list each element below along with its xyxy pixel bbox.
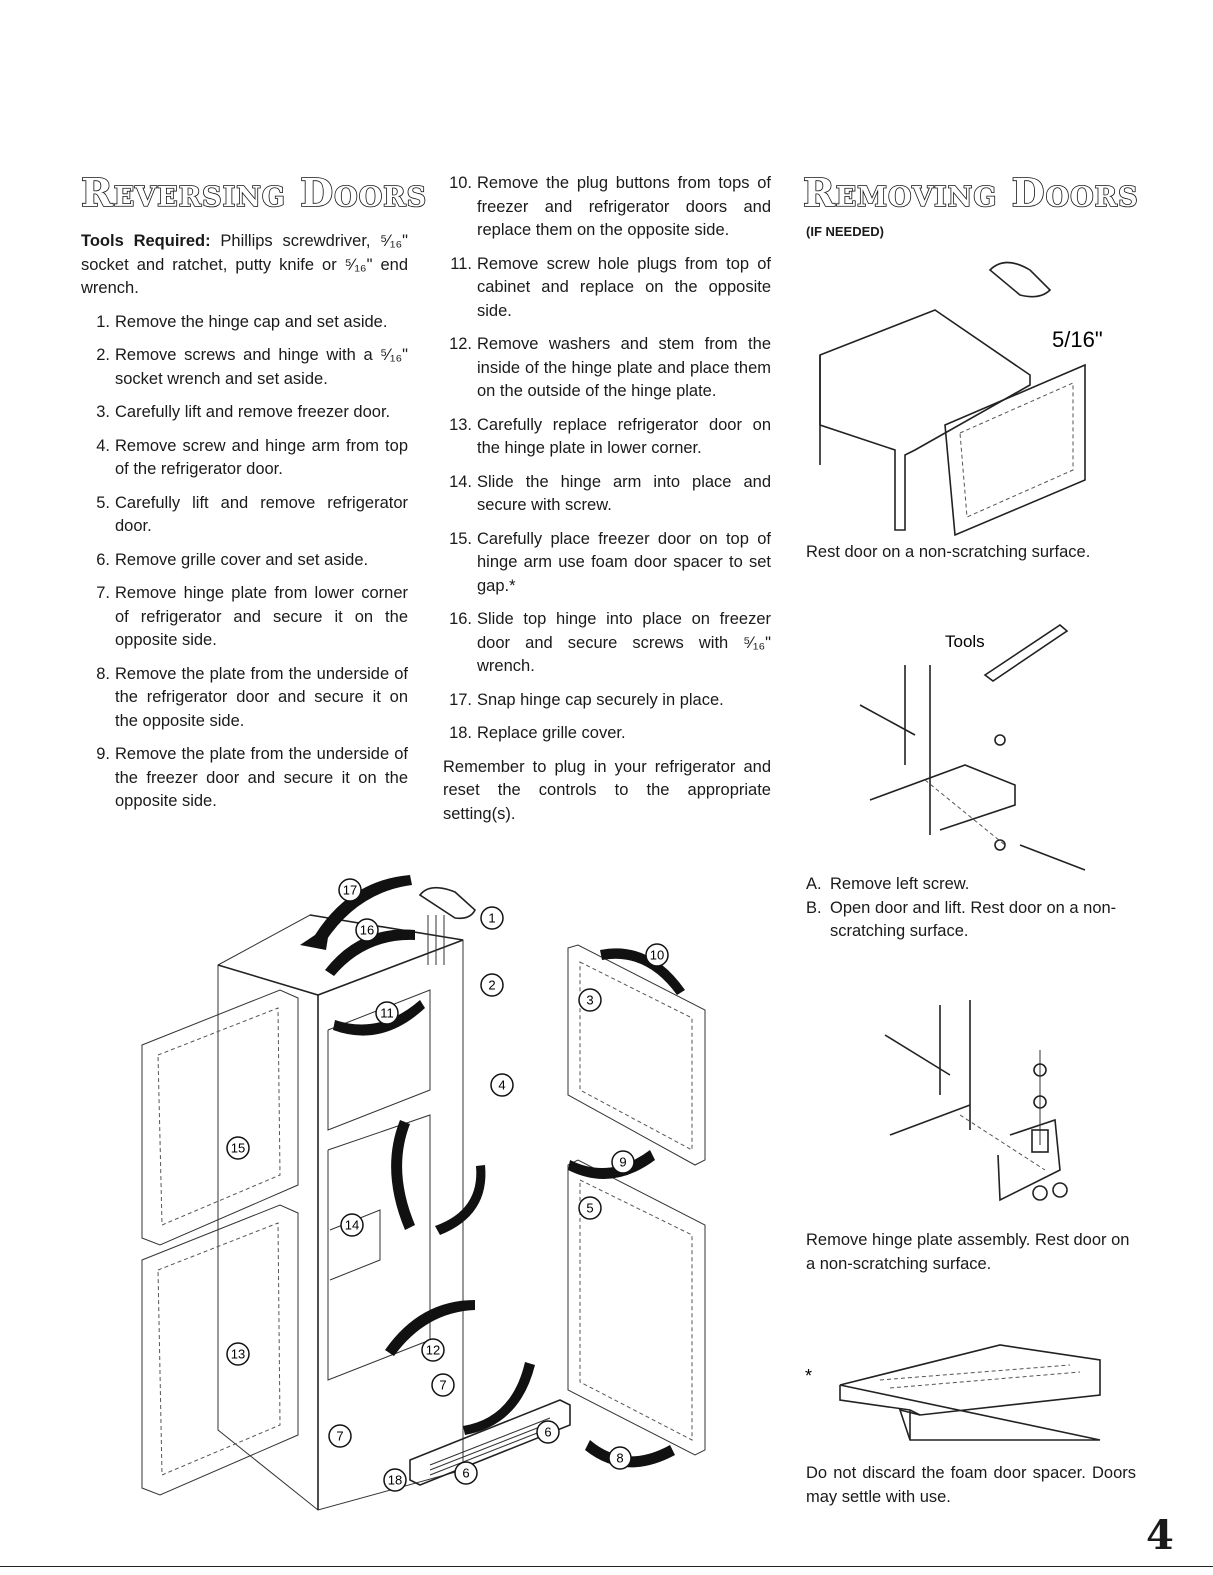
tools-label: Tools [945, 632, 985, 651]
callout-5: 5 [578, 1196, 602, 1220]
remove-freezer-door-diagram: 5/16" [819, 261, 1103, 537]
svg-text:13: 13 [231, 1347, 245, 1362]
list-item: 13.Carefully replace refrigerator door o… [449, 415, 771, 458]
remove-refrigerator-door-diagram: Tools [859, 623, 1086, 871]
svg-text:7: 7 [336, 1429, 343, 1444]
svg-text:1: 1 [488, 911, 495, 926]
remove-hinge-plate-diagram [884, 1000, 1068, 1202]
callout-18: 18 [383, 1468, 407, 1492]
list-item: 3.Carefully lift and remove freezer door… [96, 403, 391, 421]
svg-text:2: 2 [488, 978, 495, 993]
svg-text:18: 18 [388, 1473, 402, 1488]
refrigerator-cabinet [217, 914, 464, 1511]
refrigerator-door-right [567, 1159, 706, 1456]
list-item: 10.Remove the plug buttons from tops of … [449, 174, 771, 239]
list-item: 4.Remove screw and hinge arm from top of… [96, 436, 408, 479]
refrigerator-door-left [141, 1204, 299, 1496]
grille-cover [409, 1399, 571, 1486]
list-item: 9.Remove the plate from the underside of… [96, 745, 408, 810]
list-item: 11.Remove screw hole plugs from top of c… [450, 254, 771, 320]
callout-15: 15 [226, 1136, 250, 1160]
callout-11: 11 [375, 1001, 399, 1025]
list-item: 8.Remove the plate from the underside of… [96, 664, 408, 730]
svg-text:3: 3 [586, 993, 593, 1008]
callout-7: 7 [431, 1373, 455, 1397]
svg-text:9: 9 [619, 1155, 626, 1170]
list-item: 18.Replace grille cover. [449, 724, 626, 742]
removing-doors-title: Removing Doors [802, 169, 1139, 216]
callout-13: 13 [226, 1342, 250, 1366]
reversing-steps-column-1: Tools Required: Phillips screwdriver, ⁵⁄… [81, 230, 408, 824]
reversing-steps-column-2: 10.Remove the plug buttons from tops of … [443, 172, 771, 836]
list-item: A.Remove left screw. [806, 875, 970, 893]
caption-foam-spacer: Do not discard the foam door spacer. Doo… [806, 1464, 1136, 1506]
removal-steps: A.Remove left screw. B.Open door and lif… [806, 873, 1136, 944]
freezer-door-right [567, 944, 706, 1166]
list-item: 5.Carefully lift and remove refrigerator… [96, 493, 408, 536]
callout-6: 6 [536, 1420, 560, 1444]
list-item: 7.Remove hinge plate from lower corner o… [96, 584, 408, 649]
callout-8: 8 [608, 1446, 632, 1470]
svg-text:6: 6 [544, 1425, 551, 1440]
list-item: B.Open door and lift. Rest door on a non… [806, 898, 1117, 941]
list-item: 15.Carefully place freezer door on top o… [449, 529, 771, 595]
list-item: 2.Remove screws and hinge with a ⁵⁄₁₆" s… [96, 346, 408, 388]
steps-list-b: 10.Remove the plug buttons from tops of … [443, 172, 771, 746]
callout-12: 12 [421, 1338, 445, 1362]
svg-text:11: 11 [380, 1006, 394, 1021]
tools-required-label: Tools Required: [81, 232, 211, 250]
callout-1: 1 [480, 906, 504, 930]
caption-rest-door: Rest door on a non-scratching surface. [806, 543, 1091, 561]
svg-text:15: 15 [231, 1141, 245, 1156]
wrench-icon [988, 261, 1052, 298]
bottom-rule [0, 1566, 1213, 1567]
callout-9: 9 [611, 1150, 635, 1174]
list-item: 6.Remove grille cover and set aside. [96, 550, 369, 569]
svg-text:17: 17 [343, 883, 357, 898]
svg-text:8: 8 [616, 1451, 623, 1466]
svg-text:6: 6 [462, 1466, 469, 1481]
callout-markers: 17 16 1 2 11 10 3 4 15 9 14 5 13 12 7 7 … [226, 878, 669, 1492]
svg-text:7: 7 [439, 1378, 446, 1393]
foam-door-spacer-diagram: * [805, 1344, 1101, 1441]
reversing-doors-title: Reversing Doors [80, 169, 428, 216]
caption-remove-hinge-plate: Remove hinge plate assembly. Rest door o… [806, 1231, 1130, 1273]
svg-text:12: 12 [426, 1343, 440, 1358]
callout-3: 3 [578, 988, 602, 1012]
callout-14: 14 [340, 1213, 364, 1237]
removing-doors-subtitle: (IF NEEDED) [806, 224, 884, 239]
reversing-doors-diagram: 17 16 1 2 11 10 3 4 15 9 14 5 13 12 7 7 … [141, 875, 706, 1511]
page-number: 4 [1146, 1512, 1174, 1559]
steps-list-a: 1.Remove the hinge cap and set aside. 2.… [81, 311, 408, 814]
callout-16: 16 [355, 918, 379, 942]
tools-required-text: Phillips screwdriver, ⁵⁄₁₆" socket and r… [81, 232, 408, 297]
callout-6b: 6 [454, 1461, 478, 1485]
svg-text:16: 16 [360, 923, 374, 938]
hinge-cap [418, 886, 476, 965]
wrench-size-label: 5/16" [1052, 327, 1103, 352]
list-item: 16.Slide top hinge into place on freezer… [449, 610, 771, 675]
callout-10: 10 [645, 943, 669, 967]
callout-2: 2 [480, 973, 504, 997]
svg-text:5: 5 [586, 1201, 593, 1216]
list-item: 17.Snap hinge cap securely in place. [449, 690, 724, 709]
svg-text:4: 4 [498, 1078, 505, 1093]
callout-7b: 7 [328, 1424, 352, 1448]
svg-text:10: 10 [650, 948, 664, 963]
reminder-text: Remember to plug in your refrigerator an… [443, 757, 771, 823]
callout-17: 17 [338, 878, 362, 902]
list-item: 12.Remove washers and stem from the insi… [449, 335, 771, 400]
callout-4: 4 [490, 1073, 514, 1097]
tools-required: Tools Required: Phillips screwdriver, ⁵⁄… [81, 230, 408, 301]
list-item: 14.Slide the hinge arm into place and se… [449, 472, 771, 515]
screwdriver-icon [983, 623, 1069, 682]
asterisk: * [805, 1366, 812, 1386]
list-item: 1.Remove the hinge cap and set aside. [96, 312, 388, 331]
svg-text:14: 14 [345, 1218, 359, 1233]
freezer-door [141, 989, 299, 1246]
